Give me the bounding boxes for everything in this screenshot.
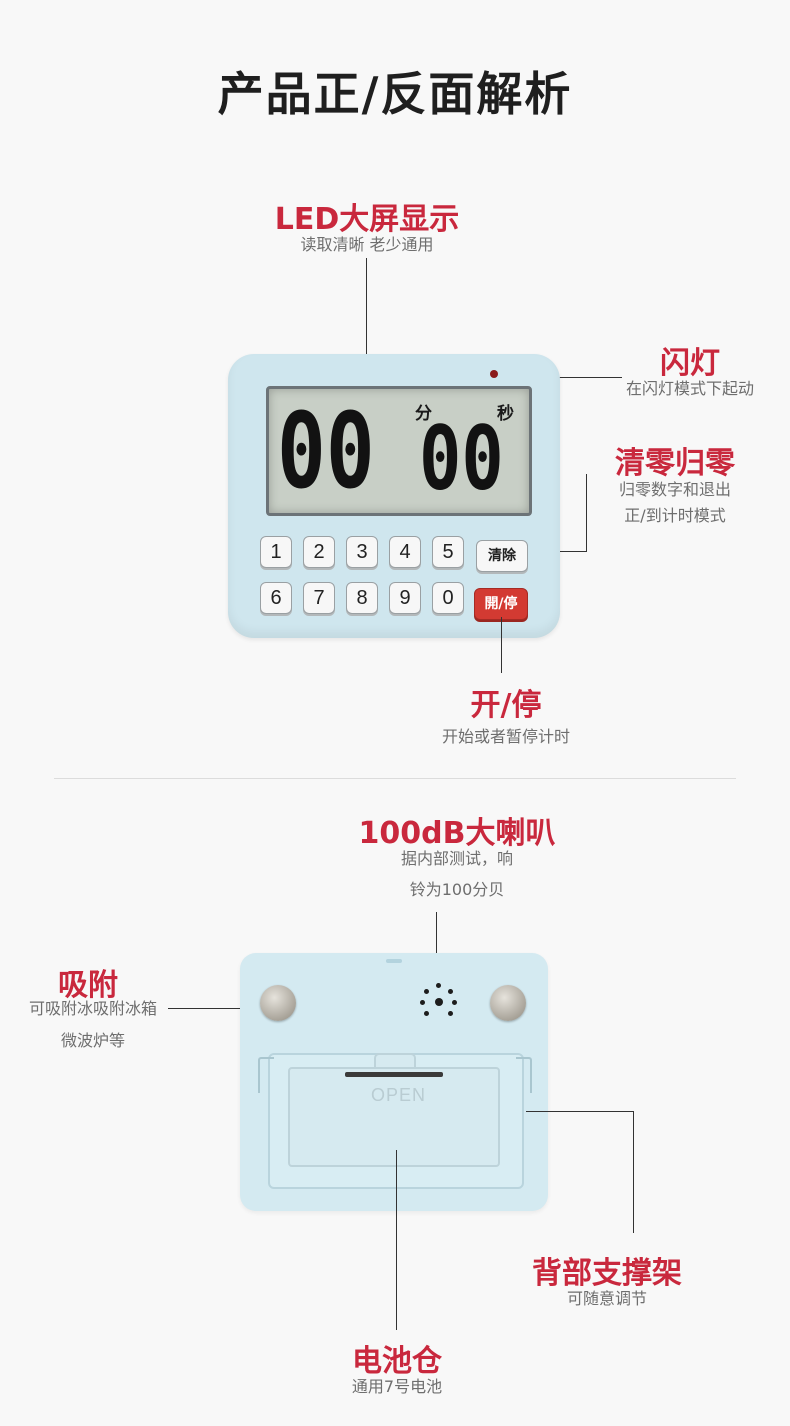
key-8[interactable]: 8: [346, 582, 378, 614]
minute-unit-label: 分: [415, 404, 432, 424]
flash-led-icon: [490, 370, 498, 378]
stand-hinge-right: [516, 1057, 532, 1093]
stand-annotation-title: 背部支撑架: [532, 1256, 682, 1291]
page-title: 产品正/反面解析: [217, 67, 573, 121]
key-4[interactable]: 4: [389, 536, 421, 568]
section-divider: [54, 778, 736, 779]
top-tab-mark: [386, 959, 402, 963]
minute-digits: 00: [277, 390, 375, 512]
display-annotation-title: LED大屏显示: [274, 202, 460, 237]
magnet-annotation-subtitle-1: 可吸附冰吸附冰箱: [28, 999, 157, 1018]
display-annotation-subtitle: 读取清晰 老少通用: [300, 235, 434, 254]
key-7[interactable]: 7: [303, 582, 335, 614]
battery-cover-latch: [374, 1053, 416, 1069]
second-unit-label: 秒: [497, 404, 514, 424]
reset-leader-line-v: [586, 474, 587, 552]
battery-open-label: OPEN: [371, 1085, 427, 1105]
key-5[interactable]: 5: [432, 536, 464, 568]
stand-annotation-subtitle: 可随意调节: [566, 1289, 647, 1308]
left-magnet-icon: [260, 985, 296, 1021]
battery-leader-line: [396, 1150, 397, 1330]
flash-annotation-subtitle: 在闪灯模式下起动: [625, 379, 754, 398]
key-1[interactable]: 1: [260, 536, 292, 568]
magnet-leader-line: [168, 1008, 268, 1009]
start-stop-button[interactable]: 開/停: [474, 588, 528, 620]
startstop-annotation-subtitle: 开始或者暂停计时: [441, 727, 570, 746]
second-digits: 00: [419, 407, 504, 510]
reset-annotation-title: 清零归零: [615, 446, 735, 481]
lcd-screen: 00 分 秒 00: [266, 386, 532, 516]
speaker-annotation-subtitle-2: 铃为100分贝: [409, 880, 505, 899]
speaker-annotation-title: 100dB大喇叭: [358, 816, 556, 851]
battery-annotation-subtitle: 通用7号电池: [351, 1377, 443, 1396]
key-2[interactable]: 2: [303, 536, 335, 568]
key-0[interactable]: 0: [432, 582, 464, 614]
display-leader-line: [366, 258, 367, 428]
timer-back: OPEN: [240, 953, 548, 1211]
stand-hinge-left: [258, 1057, 274, 1093]
battery-cover[interactable]: [288, 1067, 500, 1167]
stand-leader-line-h: [526, 1111, 634, 1112]
battery-annotation-title: 电池仓: [352, 1344, 442, 1379]
timer-front: 00 分 秒 00 1 2 3 4 5 清除 6 7 8 9 0 開/停: [228, 354, 560, 638]
speaker-annotation-subtitle-1: 据内部测试，响: [400, 849, 513, 868]
magnet-annotation-subtitle-2: 微波炉等: [60, 1031, 125, 1050]
flash-annotation-title: 闪灯: [660, 346, 720, 381]
clear-button[interactable]: 清除: [476, 540, 528, 572]
key-6[interactable]: 6: [260, 582, 292, 614]
startstop-leader-line: [501, 617, 502, 673]
key-9[interactable]: 9: [389, 582, 421, 614]
key-3[interactable]: 3: [346, 536, 378, 568]
reset-annotation-subtitle-1: 归零数字和退出: [618, 480, 731, 499]
reset-annotation-subtitle-2: 正/到计时模式: [624, 506, 726, 525]
stand-leader-line-v: [633, 1111, 634, 1233]
speaker-grille-icon: [420, 983, 460, 1023]
magnet-annotation-title: 吸附: [58, 968, 118, 1003]
right-magnet-icon: [490, 985, 526, 1021]
battery-cover-slot: [345, 1072, 443, 1077]
startstop-annotation-title: 开/停: [470, 688, 542, 723]
